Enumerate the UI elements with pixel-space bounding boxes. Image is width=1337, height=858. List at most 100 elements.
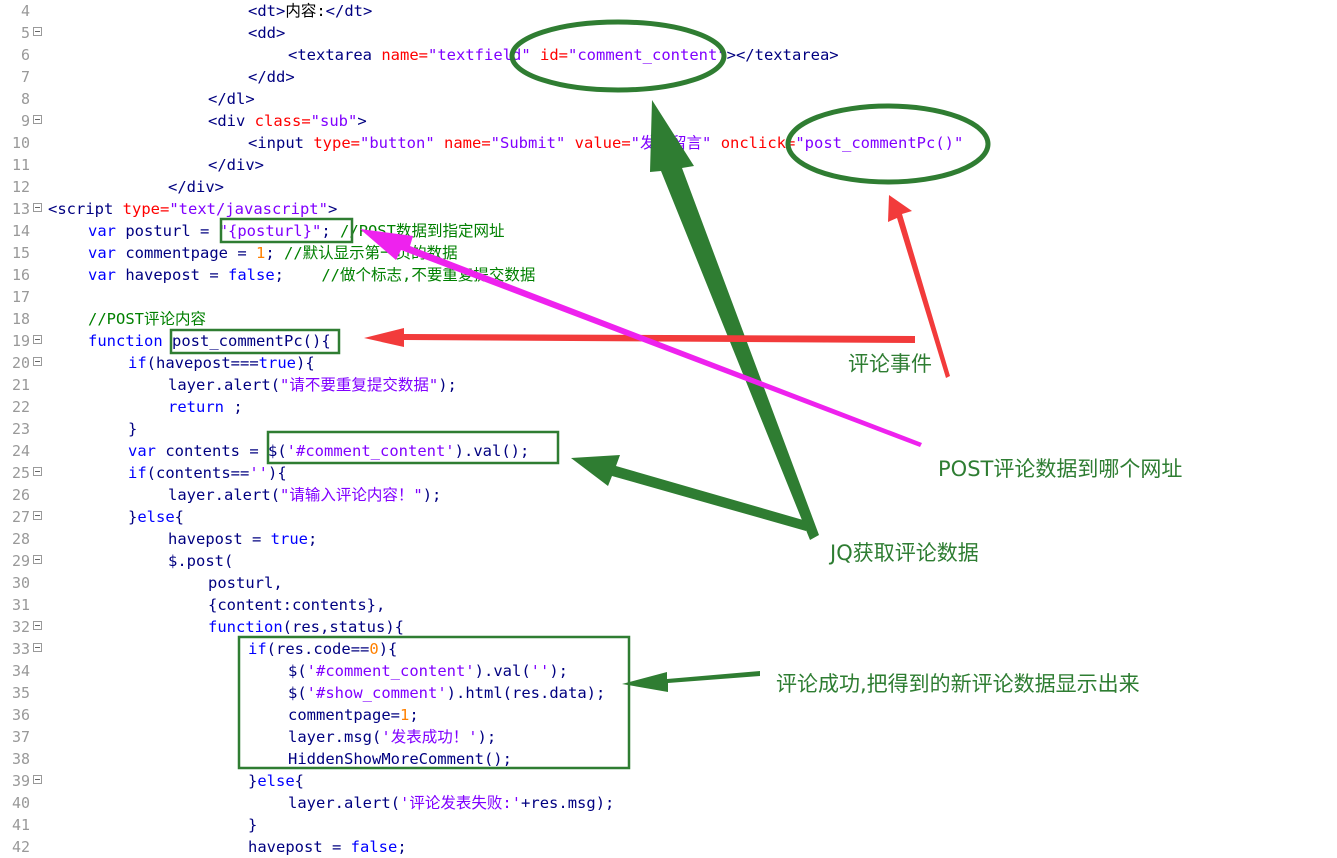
code-line[interactable]: 5<dd> — [0, 22, 1337, 44]
code-line[interactable]: 13<script type="text/javascript"> — [0, 198, 1337, 220]
code-token: "post_commentPc()" — [795, 134, 964, 152]
code-token: if — [248, 640, 267, 658]
fold-toggle-icon[interactable] — [33, 467, 42, 476]
line-number: 28 — [11, 530, 30, 548]
code-token: . — [334, 728, 345, 746]
line-number: 33 — [11, 640, 30, 658]
code-token: '' — [249, 464, 269, 482]
fold-toggle-icon[interactable] — [33, 621, 42, 630]
code-line[interactable]: 7</dd> — [0, 66, 1337, 88]
code-text: if(contents==''){ — [128, 462, 287, 484]
code-line[interactable]: 12</div> — [0, 176, 1337, 198]
code-token: '评论发表失败:' — [400, 794, 522, 812]
fold-toggle-icon[interactable] — [33, 643, 42, 652]
fold-toggle-icon[interactable] — [33, 775, 42, 784]
code-line[interactable]: 8</dl> — [0, 88, 1337, 110]
code-text: $('#show_comment').html(res.data); — [288, 682, 605, 704]
code-text: </div> — [168, 176, 224, 198]
code-token: (); — [501, 442, 530, 460]
code-token: > — [327, 200, 338, 218]
fold-toggle-icon[interactable] — [33, 511, 42, 520]
line-number: 17 — [11, 288, 30, 306]
code-line[interactable]: 29$.post( — [0, 550, 1337, 572]
code-token: ; — [265, 244, 284, 262]
code-token: var — [88, 222, 126, 240]
code-token: = — [252, 530, 271, 548]
fold-toggle-icon[interactable] — [33, 115, 42, 124]
code-line[interactable]: 39}else{ — [0, 770, 1337, 792]
fold-toggle-icon[interactable] — [33, 555, 42, 564]
code-token: contents — [165, 442, 250, 460]
code-line[interactable]: 6<textarea name="textfield" id="comment_… — [0, 44, 1337, 66]
code-token: res — [276, 640, 305, 658]
code-line[interactable]: 9<div class="sub"> — [0, 110, 1337, 132]
code-token: </dl> — [208, 90, 255, 108]
code-line[interactable]: 33 if(res.code==0){ — [0, 638, 1337, 660]
code-token: havepost — [156, 354, 231, 372]
code-token: "{posturl}" — [218, 222, 322, 240]
code-line[interactable]: 10<input type="button" name="Submit" val… — [0, 132, 1337, 154]
code-token: res — [530, 794, 559, 812]
code-token: var — [88, 266, 126, 284]
code-token: == — [350, 640, 370, 658]
fold-toggle-icon[interactable] — [33, 357, 42, 366]
code-token: "请输入评论内容！" — [280, 486, 423, 504]
code-token: alert — [224, 486, 271, 504]
code-line[interactable]: 18//POST评论内容 — [0, 308, 1337, 330]
code-token: ). — [474, 662, 494, 680]
code-text: havepost = true; — [168, 528, 317, 550]
code-token: = — [209, 266, 228, 284]
code-line[interactable]: 28 havepost = true; — [0, 528, 1337, 550]
code-line[interactable]: 4<dt>内容:</dt> — [0, 0, 1337, 22]
code-token: if — [128, 464, 147, 482]
code-line[interactable]: 31{content:contents}, — [0, 594, 1337, 616]
code-token: = — [249, 442, 268, 460]
line-number: 6 — [20, 46, 30, 64]
line-number: 39 — [11, 772, 30, 790]
code-token — [531, 46, 540, 64]
code-token: ( — [146, 464, 157, 482]
fold-toggle-icon[interactable] — [33, 335, 42, 344]
code-token: res — [292, 618, 320, 636]
code-token: . — [214, 486, 225, 504]
code-token: contents — [156, 464, 231, 482]
code-token: , — [320, 618, 330, 636]
code-token: { — [294, 772, 305, 790]
code-line[interactable]: 23} — [0, 418, 1337, 440]
code-token: else — [257, 772, 295, 790]
code-token: "发表留言" — [630, 134, 712, 152]
code-token: "请不要重复提交数据" — [280, 376, 439, 394]
fold-toggle-icon[interactable] — [33, 27, 42, 36]
fold-toggle-icon[interactable] — [33, 203, 42, 212]
code-line[interactable]: 41} — [0, 814, 1337, 836]
code-text: } — [128, 418, 137, 440]
line-number: 29 — [11, 552, 30, 570]
code-text: if(res.code==0){ — [248, 638, 397, 660]
code-token: alert — [344, 794, 391, 812]
code-token: //做个标志,不要重复提交数据 — [321, 266, 536, 284]
line-number: 35 — [11, 684, 30, 702]
code-token: ( — [521, 662, 531, 680]
code-line[interactable]: 27}else{ — [0, 506, 1337, 528]
code-text: posturl, — [208, 572, 283, 594]
code-line[interactable]: 11</div> — [0, 154, 1337, 176]
code-token: , — [273, 574, 283, 592]
code-line[interactable]: 17 — [0, 286, 1337, 308]
